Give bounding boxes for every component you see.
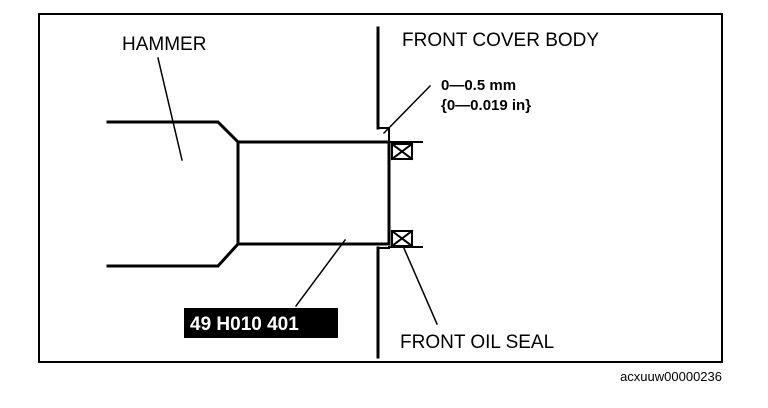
oil-seal-upper bbox=[390, 142, 414, 161]
hammer-label: HAMMER bbox=[122, 34, 206, 55]
oil-seal-lower bbox=[390, 229, 414, 248]
front-cover-body-label: FRONT COVER BODY bbox=[402, 30, 599, 51]
hammer-outline bbox=[106, 120, 240, 268]
part-number-label: 49 H010 401 bbox=[190, 314, 299, 335]
hammer-leader bbox=[157, 57, 183, 161]
front-oil-seal-label: FRONT OIL SEAL bbox=[400, 332, 554, 353]
part-number-leader bbox=[294, 238, 347, 308]
part-number-badge bbox=[184, 308, 338, 338]
installer-tool-body bbox=[236, 140, 391, 246]
clearance-leader bbox=[382, 84, 432, 135]
clearance-mm-label: 0—0.5 mm bbox=[441, 77, 516, 94]
oil-seal-leader bbox=[402, 245, 438, 325]
figure-id-label: acxuuw00000236 bbox=[620, 369, 722, 384]
clearance-in-label: {0—0.019 in} bbox=[441, 97, 531, 114]
diagram-frame bbox=[38, 13, 723, 363]
